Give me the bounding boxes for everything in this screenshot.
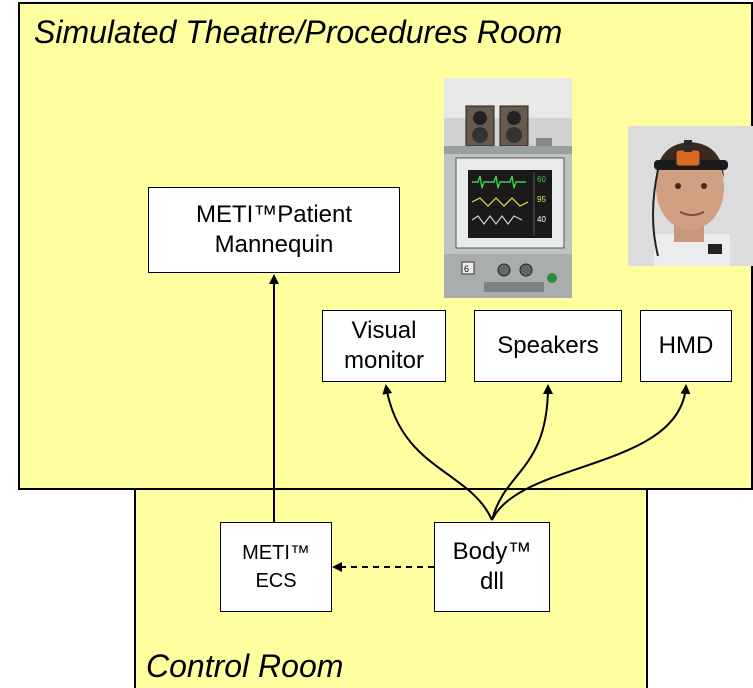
- visual-monitor-box: Visual monitor: [322, 310, 446, 382]
- meti-ecs-box: METI™ ECS: [220, 522, 332, 612]
- theatre-room-title: Simulated Theatre/Procedures Room: [34, 14, 563, 50]
- body-to-hmd-arrow: [491, 384, 691, 521]
- meti-patient-mannequin-label: METI™Patient Mannequin: [195, 201, 353, 258]
- hmd-user-drawing: [628, 126, 753, 266]
- meti-patient-mannequin-box: METI™Patient Mannequin: [148, 187, 400, 273]
- control-room: [134, 488, 648, 688]
- hmd-user-photo: [628, 126, 753, 266]
- hmd-label: HMD: [658, 332, 714, 359]
- rack-channel-label: 6: [464, 264, 469, 274]
- body-to-visual-monitor-arrow: [382, 384, 493, 521]
- monitor-reading-1: 60: [537, 175, 546, 184]
- control-room-title: Control Room: [146, 648, 344, 684]
- hmd-box: HMD: [640, 310, 732, 382]
- body-dll-box: Body™ dll: [434, 522, 550, 612]
- equipment-monitor-drawing: 60 95 40 6: [444, 78, 572, 298]
- monitor-reading-2: 95: [537, 195, 546, 204]
- visual-monitor-label: Visual monitor: [343, 317, 425, 374]
- speakers-box: Speakers: [474, 310, 622, 382]
- monitor-reading-3: 40: [537, 215, 546, 224]
- speakers-label: Speakers: [497, 332, 599, 359]
- equipment-monitor-photo: 60 95 40 6: [444, 78, 572, 298]
- body-to-speakers-arrow: [491, 384, 553, 521]
- body-dll-label: Body™ dll: [452, 538, 532, 595]
- meti-ecs-label: METI™ ECS: [242, 542, 310, 592]
